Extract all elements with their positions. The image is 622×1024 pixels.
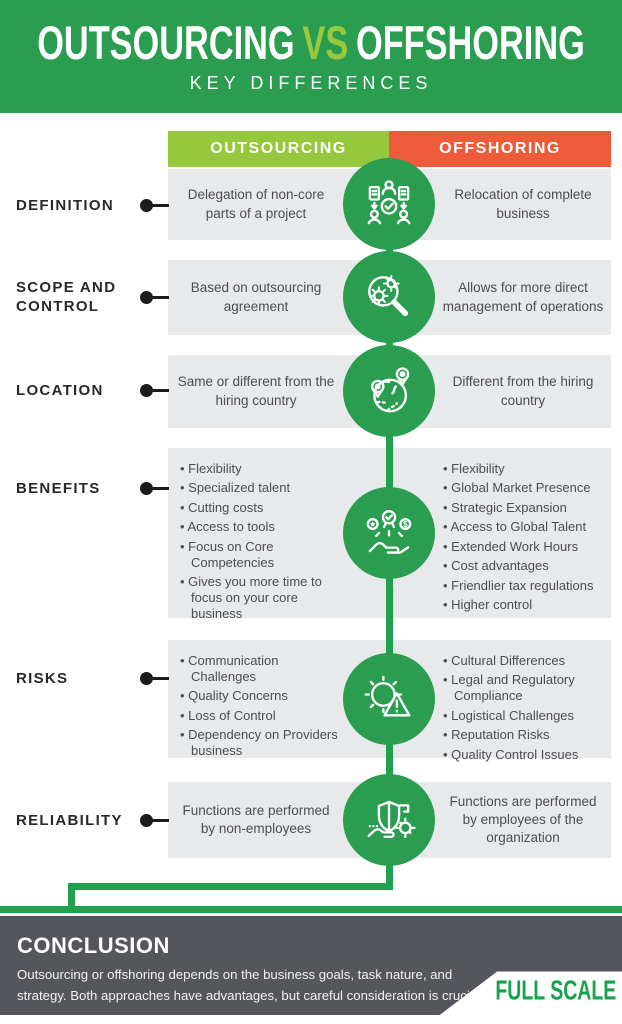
brand-corner: FULL SCALE [439,971,622,1015]
conclusion-title: CONCLUSION [17,933,170,958]
bullet-item: Quality Concerns [180,688,342,704]
bullet-item: Flexibility [443,461,611,477]
bullet-item: Cultural Differences [443,653,611,669]
title-outsourcing: OUTSOURCING [37,16,295,70]
lead-tail [150,388,169,392]
page-subtitle: KEY DIFFERENCES [189,72,433,93]
lead-tail [150,676,169,680]
bullet-item: Cost advantages [443,558,611,574]
globe-pins-icon [343,345,435,437]
risks-outsourcing-list: Communication ChallengesQuality Concerns… [168,640,344,758]
bullet-item: Access to tools [180,519,342,535]
bullet-item: Communication Challenges [180,653,342,685]
team-network-icon [343,158,435,250]
header-banner: OUTSOURCING VS OFFSHORING KEY DIFFERENCE… [0,0,622,113]
location-offshoring-text: Different from the hiring country [452,374,594,408]
lead-tail [150,818,169,822]
bullet-item: Access to Global Talent [443,519,611,535]
title-vs: VS [302,16,349,70]
bullet-item: Legal and Regulatory Compliance [443,672,611,704]
lead-dot [140,813,153,827]
title-offshoring: OFFSHORING [355,16,585,70]
bullet-item: Specialized talent [180,480,342,496]
conclusion-footer: CONCLUSION Outsourcing or offshoring dep… [0,916,622,1015]
bullet-item: Quality Control Issues [443,747,611,763]
reliability-outsourcing-text: Functions are performed by non-employees [182,802,330,836]
bullet-item: Strategic Expansion [443,500,611,516]
row-label-reliability: RELIABILITY [16,812,123,829]
lead-dot [140,481,153,495]
row-label-location: LOCATION [16,382,104,399]
svg-text:$: $ [403,520,408,529]
shield-hand-icon [343,774,435,866]
scope-offshoring-text: Allows for more direct management of ope… [442,280,604,314]
footer-green-strip [0,906,622,913]
bullet-item: Cutting costs [180,500,342,516]
definition-offshoring-text: Relocation of complete business [454,187,592,221]
conclusion-text: Outsourcing or offshoring depends on the… [17,967,484,1003]
benefits-offshoring-list: FlexibilityGlobal Market PresenceStrateg… [435,448,611,618]
row-label-risks: RISKS [16,670,69,687]
bullet-item: Dependency on Providers business [180,727,342,759]
hand-awards-icon: $ [343,487,435,579]
connector-elbow-vertical [68,883,75,912]
row-label-benefits: BENEFITS [16,480,101,497]
lead-dot [140,383,153,397]
column-header-offshoring: OFFSHORING [389,131,611,167]
column-header-outsourcing: OUTSOURCING [168,131,389,167]
row-label-definition: DEFINITION [16,197,114,214]
lead-tail [150,203,169,207]
bullet-item: Extended Work Hours [443,539,611,555]
lead-tail [150,295,169,299]
risks-offshoring-list: Cultural DifferencesLegal and Regulatory… [435,640,611,762]
full-scale-logo: FULL SCALE [495,974,616,1006]
bullet-item: Focus on Core Competencies [180,539,342,571]
location-outsourcing-text: Same or different from the hiring countr… [177,374,335,408]
bullet-item: Flexibility [180,461,342,477]
lead-dot [140,290,153,304]
bullet-item: Loss of Control [180,708,342,724]
bullet-item: Global Market Presence [443,480,611,496]
lead-dot [140,671,153,685]
bullet-item: Logistical Challenges [443,708,611,724]
bullet-item: Higher control [443,597,611,613]
reliability-offshoring-text: Functions are performed by employees of … [449,793,597,846]
bullet-item: Reputation Risks [443,727,611,743]
gear-warning-icon [343,653,435,745]
lead-tail [150,486,169,490]
definition-outsourcing-text: Delegation of non-core parts of a projec… [187,187,325,221]
page-title: OUTSOURCING VS OFFSHORING [37,16,585,70]
magnifier-gears-icon [343,251,435,343]
lead-dot [140,198,153,212]
benefits-outsourcing-list: FlexibilitySpecialized talentCutting cos… [168,448,344,621]
connector-elbow-horizontal [68,883,393,890]
bullet-item: Gives you more time to focus on your cor… [180,574,342,622]
row-label-scope-and-control: SCOPE AND CONTROL [16,279,117,315]
scope-outsourcing-text: Based on outsourcing agreement [190,280,322,314]
bullet-item: Friendlier tax regulations [443,578,611,594]
